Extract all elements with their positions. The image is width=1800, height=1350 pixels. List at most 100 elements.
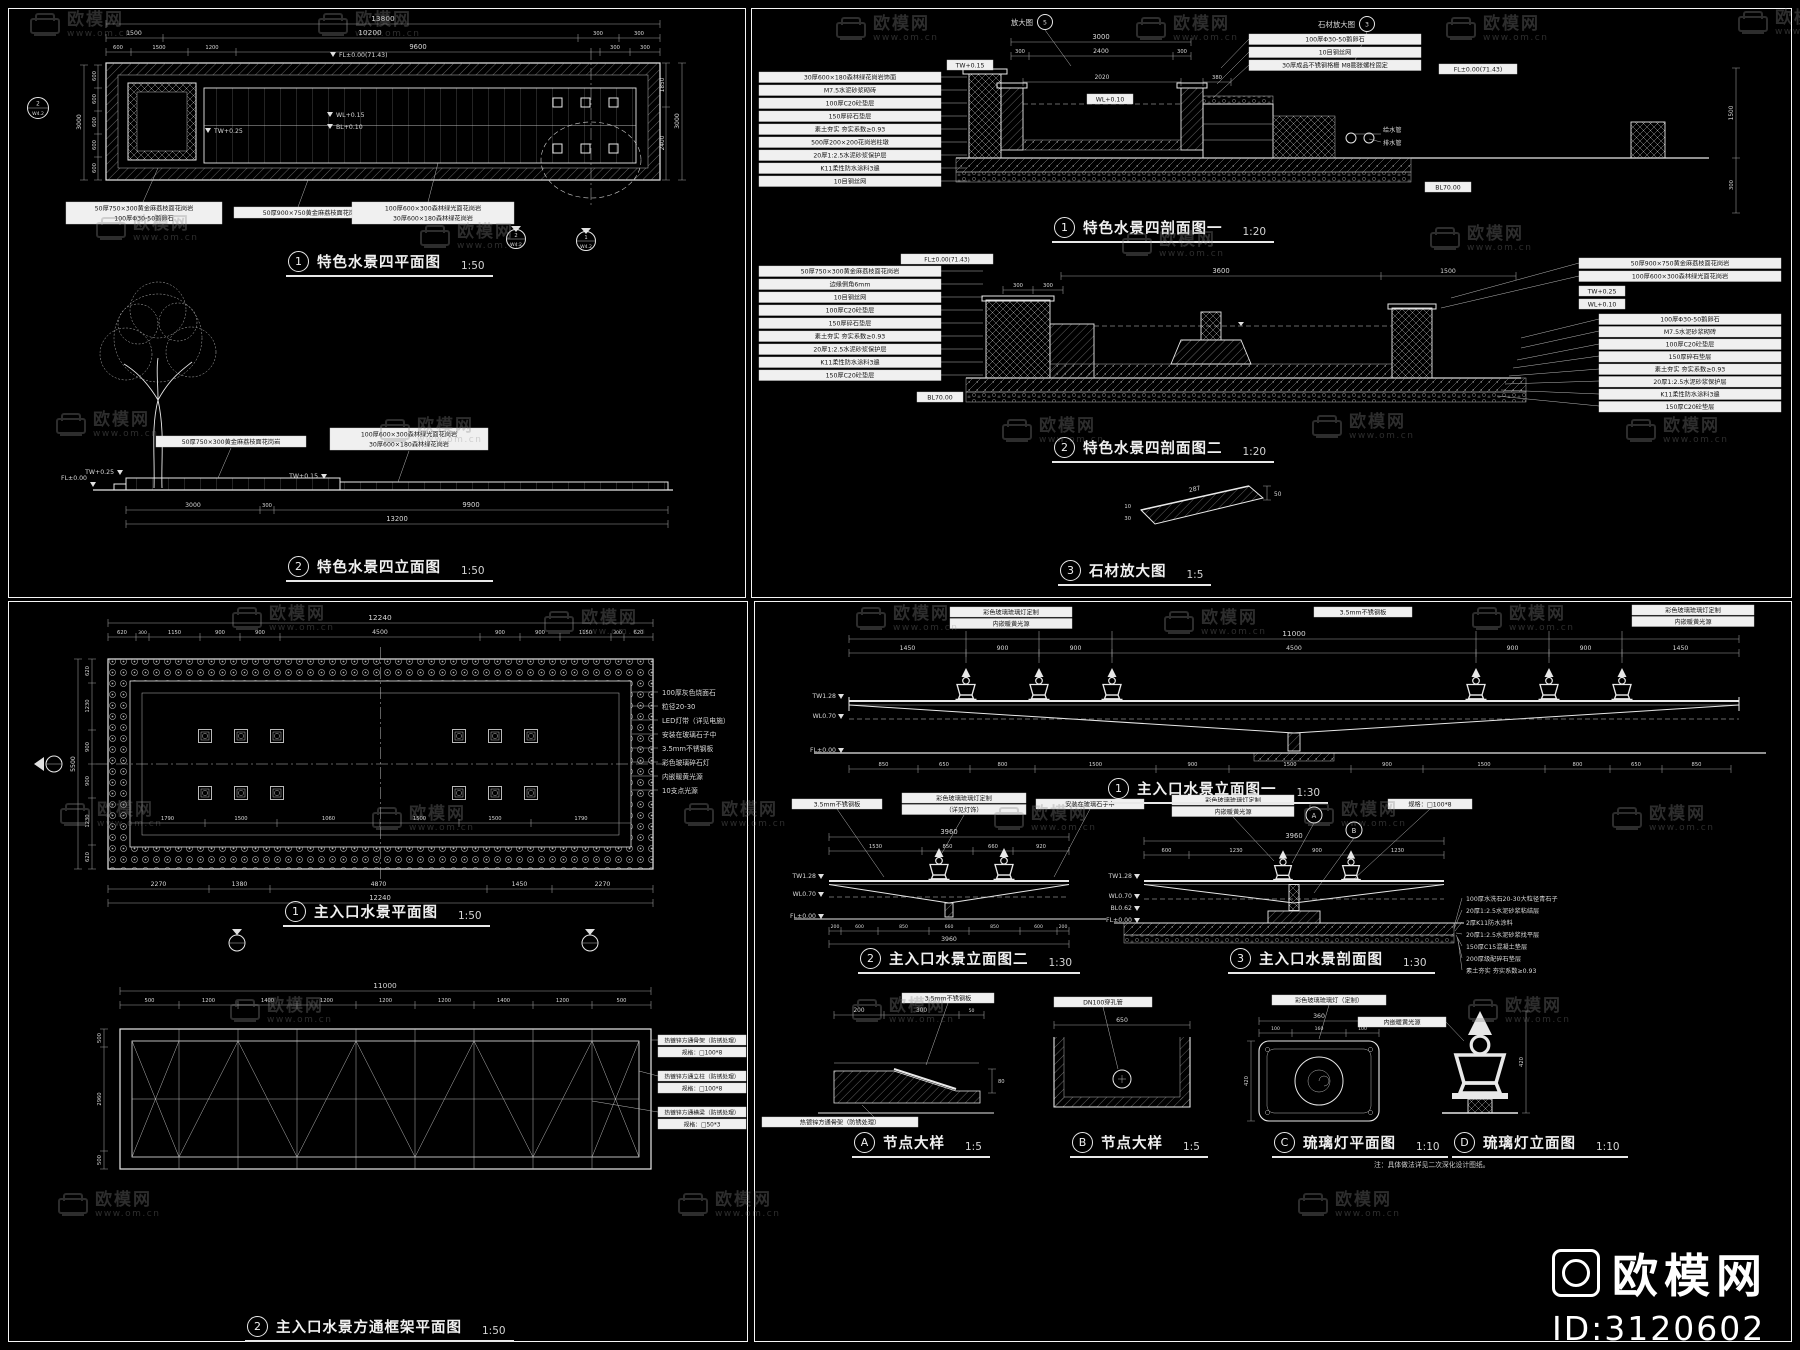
dim-label: 600 <box>1162 848 1172 854</box>
dim-label: 1060 <box>322 816 335 822</box>
annotation-label: 10目钢丝网 <box>834 294 867 302</box>
marker-sheet: W4.2 <box>510 242 522 248</box>
dim-label: 1450 <box>900 645 916 652</box>
annotation-label: K11柔性防水涂料3遍 <box>820 359 880 367</box>
level-label: TW+0.25 <box>84 469 114 476</box>
dim-label: 10 <box>1124 504 1131 510</box>
level-label: BL+0.10 <box>336 124 363 131</box>
annotation-label: 50厚750×300黄金麻荔枝面花岗岩 <box>182 438 281 446</box>
level-label: BL70.00 <box>1435 185 1460 192</box>
level-label: TW+0.15 <box>288 473 318 480</box>
dim-label: 900 <box>1382 762 1392 768</box>
br-lamp-plan-detail: 彩色玻璃琉璃灯（定制） 360 100 160 100 420 <box>1244 994 1387 1122</box>
tr-stone-detail: 287 50 30 10 <box>1124 485 1282 525</box>
dim-label: 13200 <box>386 515 408 523</box>
title-text: 主入口水景方通框架平面图 <box>276 1320 462 1336</box>
dim-label: 850 <box>899 924 908 930</box>
dim-label: 300 <box>593 31 603 37</box>
level-label: FL±0.00 <box>61 475 87 482</box>
dim-label: 1200 <box>320 998 333 1004</box>
title-scale: 1:5 <box>1186 569 1204 581</box>
dim-label: 300 <box>613 630 622 636</box>
dim-label: 3000 <box>674 113 681 129</box>
dim-label: 3960 <box>1285 832 1302 840</box>
callout-label: 彩色玻璃琉璃灯定制 <box>1665 607 1721 615</box>
bubble-number: 3 <box>1365 22 1369 29</box>
dim-label: 3960 <box>940 828 957 836</box>
title-scale: 1:30 <box>1048 957 1073 969</box>
marker-sheet: W4.2 <box>580 244 592 250</box>
annotation-label: 规格：□100*8 <box>682 1085 723 1093</box>
br-entry-elevation-one: 彩色玻璃琉璃灯定制 内嵌暖黄光源 3.5mm不锈钢板 彩色玻璃琉璃灯定制 内嵌暖… <box>810 604 1766 773</box>
annotation-label: LED灯带（详见电施） <box>662 716 730 725</box>
callout-label: 安装在玻璃石子中 <box>1065 801 1115 809</box>
annotation-label: M7.5水泥砂浆砌砖 <box>1664 328 1716 336</box>
dim-label: 1500 <box>1089 762 1102 768</box>
dim-label: 900 <box>535 630 545 636</box>
dim-label: 1500 <box>126 30 142 37</box>
annotation-label: K11柔性防水涂料3遍 <box>820 165 880 173</box>
level-label: WL0.70 <box>813 713 836 720</box>
dim-label: 2020 <box>1095 75 1110 81</box>
annotation-label: 素土夯实 夯实系数≥0.93 <box>815 126 885 134</box>
annotation-label: 热镀锌方通横梁（防锈处理） <box>664 1109 739 1117</box>
title-scale: 1:10 <box>1596 1141 1620 1153</box>
dim-label: 1500 <box>1440 268 1456 275</box>
tree-sketch <box>99 281 217 489</box>
title-text: 琉璃灯立面图 <box>1483 1136 1576 1152</box>
dim-label: 2270 <box>595 881 611 888</box>
callout-label: 规格：□100*8 <box>1408 801 1451 809</box>
title-scale: 1:20 <box>1242 226 1267 238</box>
dim-label: 1200 <box>556 998 569 1004</box>
annotation-label: 100厚Φ30-50鹅卵石 <box>1660 316 1719 324</box>
panel-bottom-right <box>754 601 1792 1342</box>
callout-label: 石材放大图 <box>1318 20 1355 29</box>
dim-label: 1500 <box>1283 762 1296 768</box>
callout-label: 内嵌暖黄光源 <box>1383 1019 1420 1027</box>
annotation-label: 100厚Φ30-50鹅卵石 <box>114 215 173 223</box>
callout-label: 彩色玻璃琉璃灯定制 <box>1205 797 1261 805</box>
dim-label: 4870 <box>371 881 387 888</box>
dim-label: 3960 <box>941 936 957 943</box>
dim-label: 900 <box>1507 645 1519 652</box>
annotation-label: 10目钢丝网 <box>834 178 867 186</box>
dim-label: 800 <box>998 762 1008 768</box>
annotation-label: 150厚碎石垫层 <box>829 113 872 121</box>
dim-label: 2400 <box>660 135 666 150</box>
br-entry-section: 彩色玻璃琉璃灯定制 内嵌暖黄光源 规格：□100*8 A B 3960 600 … <box>1106 794 1558 975</box>
annotation-label: 150厚C20砼垫层 <box>826 372 875 380</box>
dim-label: 2270 <box>151 881 167 888</box>
annotation-label: 100厚C20砼垫层 <box>826 307 875 315</box>
annotation-label: 10目钢丝网 <box>1319 49 1352 57</box>
dim-label: 30 <box>1124 516 1131 522</box>
callout-label: 内嵌暖黄光源 <box>1214 808 1251 816</box>
dim-label: 80 <box>998 1079 1005 1085</box>
callout-label: 3.5mm不锈钢板 <box>925 995 972 1003</box>
annotation-label: 500厚200×200花岗岩柱墩 <box>811 139 890 147</box>
dim-label: 1500 <box>1477 762 1490 768</box>
dim-label: 300 <box>1013 283 1023 289</box>
note-text: 注：具体做法详见二次深化设计图纸。 <box>1374 1160 1490 1169</box>
dim-label: 300 <box>1043 283 1053 289</box>
dim-label: 600 <box>92 117 98 127</box>
dim-label: 200 <box>1059 924 1068 930</box>
dim-label: 1530 <box>869 844 882 850</box>
dim-label: 620 <box>117 630 127 636</box>
section-marker: 2 W4.2 <box>506 226 526 249</box>
callout-label: 内嵌暖黄光源 <box>992 620 1029 628</box>
callout-label: 热镀锌方通骨架（防锈处理） <box>800 1119 880 1127</box>
annotation-label: 20厚1:2.5水泥砂浆保护层 <box>1653 378 1726 386</box>
annotation-label: 规格：□100*8 <box>682 1049 723 1057</box>
dim-label: 660 <box>945 924 954 930</box>
dim-label: 500 <box>97 1033 103 1043</box>
annotation-label: 100厚水洗石20-30大粒径青石子 <box>1466 895 1558 903</box>
title-text: 琉璃灯平面图 <box>1303 1136 1396 1152</box>
dim-label: 300 <box>1015 49 1025 55</box>
